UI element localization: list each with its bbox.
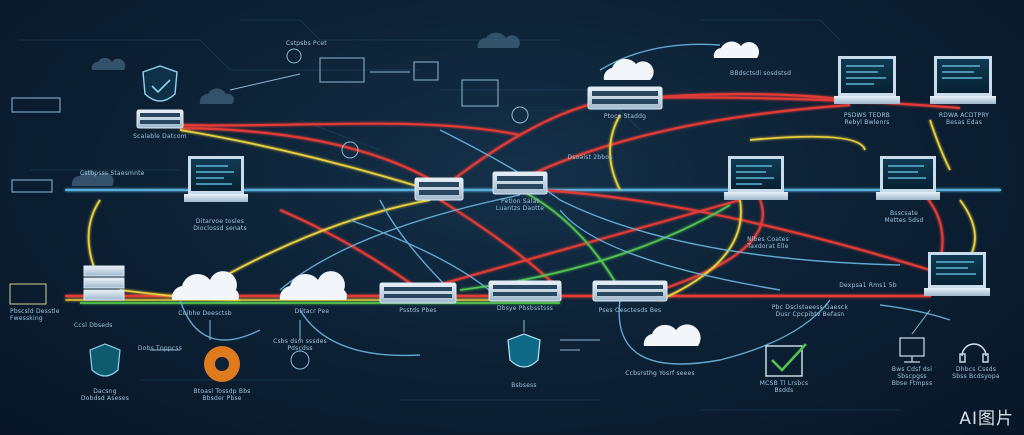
label-right-laptop-1: PSDWS TEDRB Rebyl Bwlenrs bbox=[843, 112, 891, 126]
monitor-icon bbox=[899, 337, 925, 363]
label-left-small: Pbscsld Desstle Fwessking bbox=[10, 308, 60, 322]
switch-center-a bbox=[414, 177, 464, 201]
laptop-far-right bbox=[924, 252, 990, 296]
cloud-icon-faint bbox=[71, 32, 520, 186]
label-center-switch: Petlon Salat Luantzs Daotte bbox=[495, 198, 545, 212]
label-mid-lower: Csbs dsm sssdes Pdscdss bbox=[273, 338, 327, 352]
switch-bottom-a bbox=[379, 282, 457, 304]
headset-icon bbox=[959, 343, 989, 363]
label-left-small-2: Ccsl Dbseds bbox=[74, 322, 113, 329]
label-top-center-switch: Ptoce Staddg bbox=[603, 113, 647, 120]
label-right-laptop-2: RDWA ACDTPRY Besas Edas bbox=[938, 112, 990, 126]
label-top-left: Cstpsbs Pcet bbox=[286, 40, 327, 47]
arrow-paths bbox=[150, 71, 931, 351]
switch-bottom-b bbox=[488, 280, 562, 302]
label-cloud-2: Dlitacr Pee bbox=[294, 308, 330, 315]
label-mid-small: Dsoalst 2bbos bbox=[567, 154, 613, 161]
label-switch-b: Dbsye Pbsbsstsss bbox=[496, 305, 554, 312]
label-right-icons-b: Dhbcs Cssds Sbss Bcdsyopa bbox=[952, 366, 1000, 380]
switch-top-left bbox=[136, 109, 184, 129]
label-top-right: BBdsctsdi sosdstsd bbox=[730, 70, 792, 77]
label-chip: Dobs Tnppcss bbox=[137, 345, 183, 352]
red-links bbox=[179, 92, 961, 292]
label-switch-c: Pses Oesctesds Bes bbox=[598, 307, 662, 314]
server-stack-left bbox=[83, 265, 125, 301]
laptop-right-mid bbox=[724, 156, 788, 200]
switch-top-center bbox=[587, 86, 663, 110]
gear-icon bbox=[204, 346, 240, 382]
checkbox-icon bbox=[765, 343, 807, 377]
label-bottom-cloud: Ccbsrsthg Yosrf seees bbox=[625, 370, 695, 377]
label-green-right: Pbc Dsclstaeess Gaesck Dusr Cpcpibtv Bef… bbox=[771, 304, 849, 318]
label-check: MCSB Tl Lrsbcs Bsdds bbox=[759, 380, 809, 394]
label-laptop-left: Ditarvoe tosles Dioclossd senats bbox=[193, 218, 247, 232]
shield-icon bbox=[89, 65, 541, 377]
label-far-right-mid: Bsscsate Mettes Sdsd bbox=[884, 210, 924, 224]
label-cloud-1: Cuibhe Deesctsb bbox=[178, 310, 232, 317]
label-right-mid-laptop: Nlbes Coates Taxdorat Elle bbox=[747, 236, 789, 250]
laptop-top-right-2 bbox=[930, 56, 996, 104]
blue-links bbox=[179, 43, 951, 365]
label-shield-left: Dacsng Dobdsd Aseses bbox=[80, 388, 130, 402]
cloud-icon bbox=[171, 41, 759, 346]
label-left-middle: Cstbpsss Staesmnte bbox=[80, 170, 145, 177]
chip-icon bbox=[9, 48, 529, 370]
label-right-icons-a: Bws Cdsf dsi Sbscpgss Bbse Ftmpss bbox=[891, 366, 933, 387]
switch-center-b bbox=[492, 171, 548, 195]
laptop-top-right-1 bbox=[834, 56, 900, 104]
laptop-right-mid-2 bbox=[876, 156, 940, 200]
label-orange: Btoasl Tossdp Bbs Bbsder Pbse bbox=[193, 388, 251, 402]
switch-bottom-c bbox=[592, 280, 668, 302]
laptop-left bbox=[184, 156, 248, 202]
watermark: AI图片 bbox=[959, 409, 1014, 429]
background-circuit bbox=[20, 19, 900, 411]
label-shield-mid: Bsbsess bbox=[511, 382, 537, 389]
label-right-lower: Dexpsa1 Rms1 5b bbox=[839, 282, 897, 289]
label-server-left: Scalable Datcom bbox=[133, 133, 187, 140]
label-switch-a: Psstds Pbes bbox=[399, 307, 437, 314]
